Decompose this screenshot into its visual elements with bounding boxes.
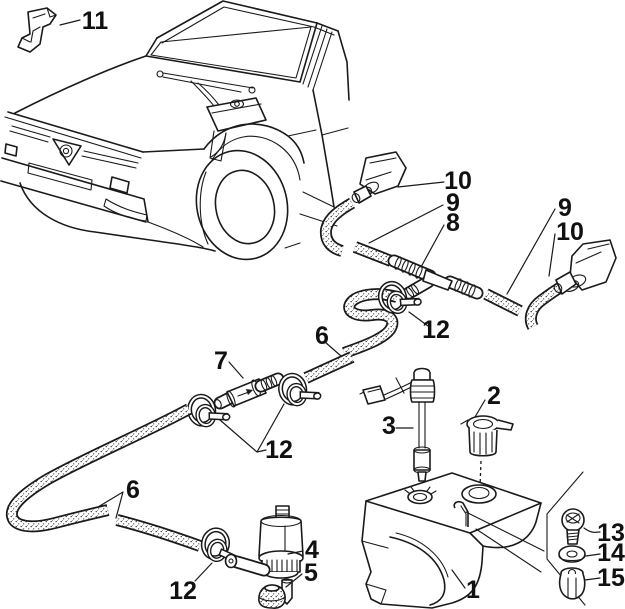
callout-9-hose-left: 9 — [446, 189, 460, 217]
callout-14-washer: 14 — [597, 539, 625, 567]
callout-12-clamp-bottom: 12 — [169, 577, 197, 605]
hose-elbow-right — [524, 281, 565, 330]
tank-to-fastener-line-1 — [465, 511, 545, 552]
washer-nozzle-right — [553, 239, 617, 295]
callout-10-nozzle-right: 10 — [556, 218, 584, 246]
filler-cap — [460, 415, 514, 488]
check-valve — [213, 372, 285, 410]
callout-10-nozzle-left: 10 — [444, 167, 472, 195]
washer-pump — [224, 505, 304, 605]
callout-labels: 11 10 9 8 9 10 12 6 7 12 2 3 6 4 5 12 1 … — [82, 7, 625, 605]
mounting-screw — [561, 508, 585, 545]
callout-9-hose-right: 9 — [558, 194, 572, 222]
vehicle-illustration — [0, 0, 350, 261]
callout-4-pump: 4 — [305, 536, 319, 564]
hose-lower — [5, 403, 203, 552]
callout-13-screw: 13 — [597, 519, 625, 547]
hood-clip — [17, 7, 57, 53]
callout-6-hose-upper: 6 — [315, 322, 329, 350]
callout-15-expansion-nut: 15 — [597, 564, 625, 592]
reservoir-tank — [361, 472, 545, 609]
hose-upper — [303, 351, 355, 384]
washer-nozzle-left — [351, 151, 407, 204]
callout-8-tee: 8 — [446, 209, 460, 237]
callout-3-sensor: 3 — [382, 412, 396, 440]
callout-11-hood-clip: 11 — [82, 7, 109, 35]
cap-alignment-dashed-line — [479, 460, 482, 488]
level-sensor — [359, 367, 436, 495]
washer-ring — [558, 545, 586, 563]
hose-elbow-left — [319, 197, 356, 257]
hose-s-bend — [342, 288, 399, 359]
leader-lines — [59, 19, 601, 589]
callout-12-clamp-upper: 12 — [422, 316, 450, 344]
callout-12-clamp-pair: 12 — [265, 436, 293, 464]
callout-7-valve: 7 — [214, 347, 228, 375]
hose-segment-left — [352, 241, 394, 267]
tank-to-fastener-line-2 — [475, 528, 542, 573]
expansion-nut — [558, 567, 586, 600]
callout-1-tank: 1 — [466, 576, 480, 604]
tee-connector — [387, 254, 484, 300]
callout-5-grommet: 5 — [304, 559, 318, 587]
hose-segment-right — [483, 288, 523, 317]
pump-grommet — [258, 584, 286, 609]
callout-2-cap: 2 — [487, 382, 501, 410]
callout-6-hose-lower: 6 — [126, 476, 140, 504]
